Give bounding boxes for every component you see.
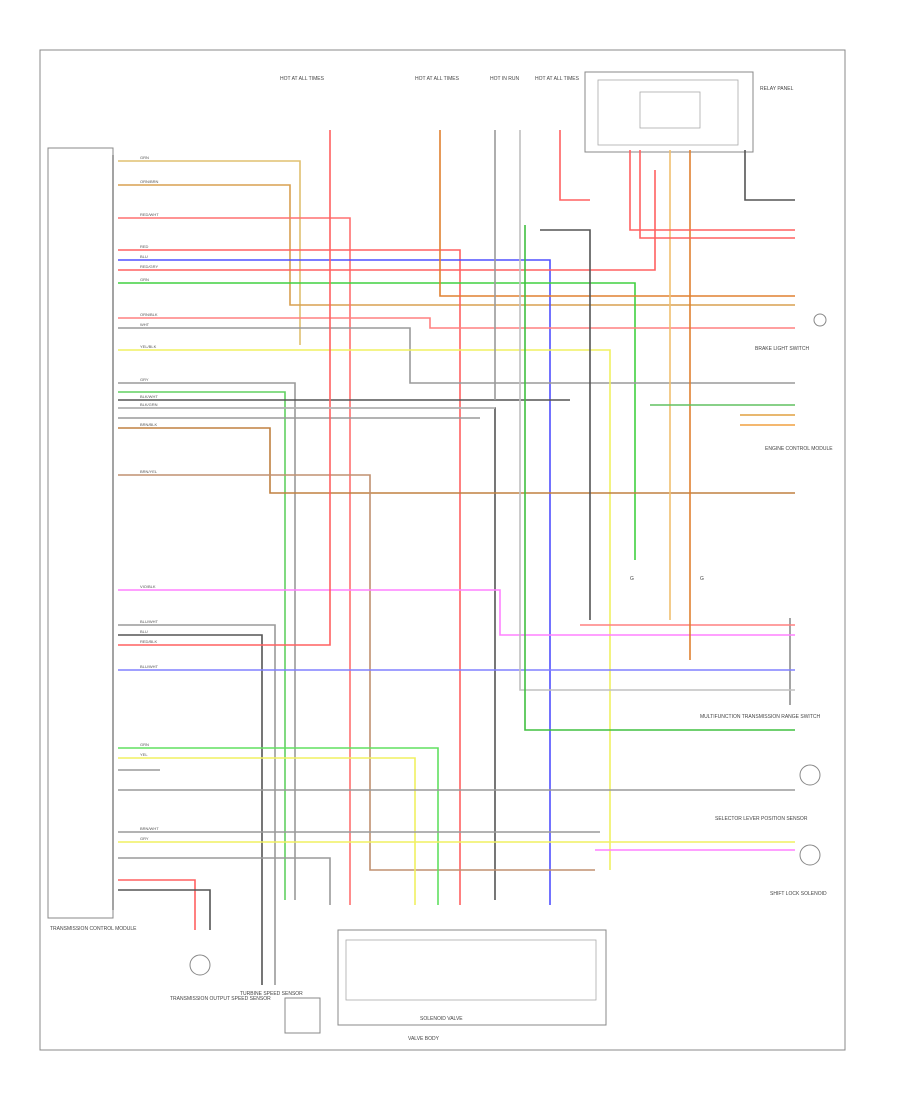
solenoid-inner-box: [345, 939, 597, 1001]
wire-label-20: BLU/WHT: [140, 664, 159, 669]
wire-red-top2: [639, 150, 795, 239]
wire-label-1: GRN: [140, 155, 149, 160]
wire-gry6: [118, 857, 331, 905]
shift-lock-label: SHIFT LOCK SOLENOID: [770, 891, 827, 897]
wire-label-14: BRN/BLK: [140, 422, 157, 427]
wire-red: [118, 249, 461, 905]
fuse-d-label: HOT AT ALL TIMES: [535, 76, 580, 82]
fuse-c-label: HOT IN RUN: [490, 76, 519, 82]
wire-grn: [118, 282, 636, 560]
shift-lock-solenoid: [799, 844, 821, 866]
wire-label-5: BLU: [140, 254, 148, 259]
wire-label-13: BLK/GRN: [140, 402, 158, 407]
wire-wht: [118, 382, 296, 900]
brake-switch-label: BRAKE LIGHT SWITCH: [755, 346, 809, 352]
wire-yel: [118, 349, 611, 870]
wire-red-gry: [118, 170, 656, 271]
solenoid-valve-label: SOLENOID VALVE: [420, 1016, 463, 1022]
fuse-b-label: HOT AT ALL TIMES: [415, 76, 460, 82]
wire-label-22: YEL: [140, 752, 148, 757]
wire-label-2: ORN/BRN: [140, 179, 159, 184]
wire-vio: [118, 589, 795, 636]
wire-label-11: GRY: [140, 377, 149, 382]
wire-orn-blk: [439, 130, 795, 297]
wire-label-3: RED/WHT: [140, 212, 159, 217]
wire-brn-blk: [118, 427, 795, 494]
ground-g1-label: G: [630, 576, 634, 582]
turbine-speed-sensor-box: [284, 997, 321, 1034]
tcm-module-box: [47, 147, 114, 919]
wire-wht-right: [519, 130, 795, 691]
wire-brn-yel: [118, 474, 595, 871]
multifunction-label: MULTIFUNCTION TRANSMISSION RANGE SWITCH: [700, 714, 820, 720]
selector-lever-label: SELECTOR LEVER POSITION SENSOR: [715, 816, 808, 822]
tcm-label: TRANSMISSION CONTROL MODULE: [50, 926, 137, 932]
valve-body-label: VALVE BODY: [408, 1036, 440, 1042]
relay-panel-box: [584, 71, 754, 153]
wire-label-8: ORN/BLK: [140, 312, 158, 317]
wire-red-top3: [559, 130, 590, 201]
turbine-speed-label: TURBINE SPEED SENSOR: [240, 991, 303, 997]
brake-light-switch: [813, 313, 827, 327]
wire-label-16: VIO/BLK: [140, 584, 156, 589]
wire-label-10: YEL/BLK: [140, 344, 157, 349]
diagram-border: [39, 49, 846, 1051]
wire-label-23: BRN/WHT: [140, 826, 159, 831]
wire-label-21: GRN: [140, 742, 149, 747]
wire-blk2: [118, 889, 211, 930]
wire-grn3: [118, 747, 439, 905]
engine-control-label: ENGINE CONTROL MODULE: [765, 446, 833, 452]
wire-grn2: [118, 391, 286, 900]
wire-red-top: [629, 150, 795, 231]
relay-panel-label: RELAY PANEL: [760, 86, 794, 92]
wire-label-6: RED/GRY: [140, 264, 158, 269]
wire-pink: [118, 317, 795, 329]
fuse-a-label: HOT AT ALL TIMES: [280, 76, 325, 82]
wire-label-19: RED/BLK: [140, 639, 157, 644]
wire-label-24: GRY: [140, 836, 149, 841]
selector-lever-sensor: [799, 764, 821, 786]
wire-label-18: BLU: [140, 629, 148, 634]
solenoid-valve-box: [337, 929, 607, 1026]
wire-blk: [118, 634, 263, 985]
output-speed-label: TRANSMISSION OUTPUT SPEED SENSOR: [170, 996, 271, 1002]
wire-red-wht: [118, 217, 351, 905]
wire-label-17: BLU/WHT: [140, 619, 159, 624]
wire-blk-right: [540, 229, 591, 620]
output-speed-sensor: [189, 954, 211, 976]
wire-grn-right: [524, 225, 795, 731]
wire-orn-brn: [118, 184, 795, 306]
wire-red2: [118, 879, 196, 930]
wire-blu: [118, 259, 551, 905]
wire-gry: [118, 327, 795, 384]
wire-label-4: RED: [140, 244, 149, 249]
wire-label-15: BRN/YEL: [140, 469, 158, 474]
wire-label-12: BLK/WHT: [140, 394, 158, 399]
wire-label-7: GRN: [140, 277, 149, 282]
relay-coil: [639, 91, 701, 129]
wires-group: [118, 130, 795, 985]
ground-g2-label: G: [700, 576, 704, 582]
wire-wht2: [118, 624, 276, 985]
wire-yel2: [118, 757, 416, 905]
relay-inner-box: [597, 79, 739, 146]
wire-red-blk: [118, 130, 331, 646]
wire-label-9: WHT: [140, 322, 150, 327]
wire-blk-top: [744, 150, 795, 201]
